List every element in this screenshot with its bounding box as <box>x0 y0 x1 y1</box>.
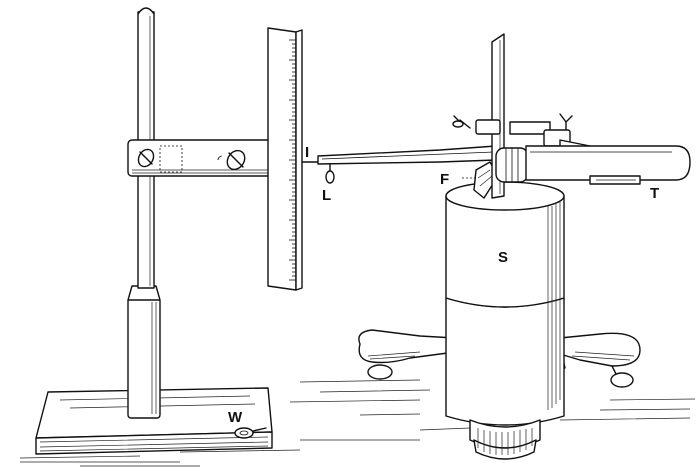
label-T: T <box>650 185 659 202</box>
stand-sleeve <box>127 285 161 419</box>
label-I: I <box>305 144 309 161</box>
tripod-base <box>358 329 641 388</box>
label-L: L <box>322 187 331 204</box>
floor-shading <box>19 379 696 467</box>
vertical-scale <box>267 27 303 291</box>
base-key-weight <box>234 427 267 439</box>
small-pan <box>325 163 335 184</box>
clamp-screw-left <box>137 148 155 168</box>
clamp-screw-right <box>217 149 246 171</box>
label-F: F <box>440 171 449 188</box>
label-S: S <box>498 249 508 266</box>
support-cylinder <box>445 181 565 460</box>
tube-collar <box>495 147 529 183</box>
retort-stand <box>35 7 285 455</box>
label-W: W <box>228 409 243 426</box>
pointer-tube <box>317 145 497 184</box>
test-tube <box>525 145 691 185</box>
